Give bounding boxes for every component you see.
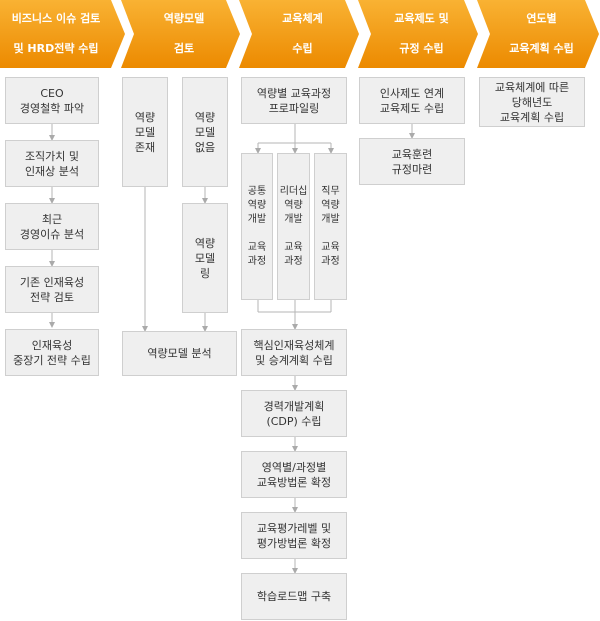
- col3-step-methodology: 영역별/과정별 교육방법론 확정: [241, 451, 347, 498]
- stage-competency-model: 역량모델 검토: [121, 0, 241, 68]
- col2-label: 역량 모델 링: [194, 236, 216, 280]
- col3-label: 핵심인재육성체계 및 승계계획 수립: [253, 338, 335, 367]
- chevron-shape: [121, 0, 240, 68]
- col2-label: 역량 모델 없음: [194, 110, 216, 154]
- col3-branch-common: 공통 역량 개발 교육 과정: [241, 153, 273, 300]
- col4-step-regulation: 교육훈련 규정마련: [359, 138, 465, 185]
- col1-step-label: 인재육성 중장기 전략 수립: [13, 338, 91, 367]
- chevron-shape: [358, 0, 478, 68]
- stage-business-issue: 비즈니스 이슈 검토 및 HRD전략 수립: [0, 0, 126, 68]
- col3-label: 경력개발계획 (CDP) 수립: [263, 399, 325, 428]
- col1-step-issues: 최근 경영이슈 분석: [5, 203, 99, 250]
- stage-education-policy: 교육제도 및 규정 수립: [358, 0, 479, 68]
- col3-label: 교육평가레벨 및 평가방법론 확정: [256, 521, 332, 550]
- col3-label: 영역별/과정별 교육방법론 확정: [256, 460, 332, 489]
- col2-modeling: 역량 모델 링: [182, 203, 228, 313]
- stage-label-line1: 비즈니스 이슈 검토: [11, 12, 101, 25]
- col4-label: 인사제도 연계 교육제도 수립: [379, 86, 445, 115]
- col3-label: 역량별 교육과정 프로파일링: [256, 86, 332, 115]
- col3-step-succession: 핵심인재육성체계 및 승계계획 수립: [241, 329, 347, 376]
- stage-label-line2: 검토: [173, 42, 195, 55]
- col1-step-ceo: CEO 경영철학 파악: [5, 77, 99, 124]
- col1-step-label: 최근 경영이슈 분석: [19, 212, 85, 241]
- stage-label-line1: 역량모델: [163, 12, 205, 25]
- col1-step-label: 기존 인재육성 전략 검토: [19, 275, 85, 304]
- chevron-shape: [239, 0, 359, 68]
- col1-step-label: CEO 경영철학 파악: [19, 86, 85, 115]
- col3-profiling: 역량별 교육과정 프로파일링: [241, 77, 347, 124]
- col4-label: 교육훈련 규정마련: [391, 147, 433, 176]
- col3-branch-label: 직무 역량 개발 교육 과정: [321, 185, 340, 267]
- chevron-shape: [0, 0, 125, 68]
- col1-step-review: 기존 인재육성 전략 검토: [5, 266, 99, 313]
- col3-branch-label: 공통 역량 개발 교육 과정: [247, 185, 267, 267]
- col3-branch-job: 직무 역량 개발 교육 과정: [314, 153, 347, 300]
- stage-label-line2: 및 HRD전략 수립: [13, 42, 99, 55]
- col2-label: 역량 모델 존재: [134, 110, 156, 154]
- col3-label: 학습로드맵 구축: [256, 590, 332, 603]
- col3-step-cdp: 경력개발계획 (CDP) 수립: [241, 390, 347, 437]
- stage-label-line1: 교육제도 및: [394, 12, 449, 25]
- col2-label: 역량모델 분석: [147, 347, 212, 360]
- col1-step-values: 조직가치 및 인재상 분석: [5, 140, 99, 187]
- col5-label: 교육체계에 따른 당해년도 교육계획 수립: [494, 80, 570, 124]
- col3-branch-leadership: 리더십 역량 개발 교육 과정: [277, 153, 310, 300]
- col2-model-missing: 역량 모델 없음: [182, 77, 228, 187]
- col2-model-analysis: 역량모델 분석: [122, 331, 237, 376]
- stage-education-system: 교육체계 수립: [239, 0, 360, 68]
- stage-label-line1: 교육체계: [282, 12, 323, 25]
- stage-label-line2: 규정 수립: [399, 42, 444, 55]
- col1-step-label: 조직가치 및 인재상 분석: [24, 149, 80, 178]
- stage-label-line1: 연도별: [526, 12, 557, 25]
- col3-step-evaluation: 교육평가레벨 및 평가방법론 확정: [241, 512, 347, 559]
- stage-annual-plan: 연도별 교육계획 수립: [477, 0, 600, 68]
- col1-step-strategy: 인재육성 중장기 전략 수립: [5, 329, 99, 376]
- col4-step-policy: 인사제도 연계 교육제도 수립: [359, 77, 465, 124]
- chevron-shape: [477, 0, 599, 68]
- col3-step-roadmap: 학습로드맵 구축: [241, 573, 347, 620]
- col5-step-annual-plan: 교육체계에 따른 당해년도 교육계획 수립: [479, 77, 585, 127]
- col2-model-exists: 역량 모델 존재: [122, 77, 168, 187]
- col3-branch-label: 리더십 역량 개발 교육 과정: [279, 185, 308, 267]
- stage-label-line2: 수립: [292, 42, 313, 55]
- stage-label-line2: 교육계획 수립: [509, 42, 574, 55]
